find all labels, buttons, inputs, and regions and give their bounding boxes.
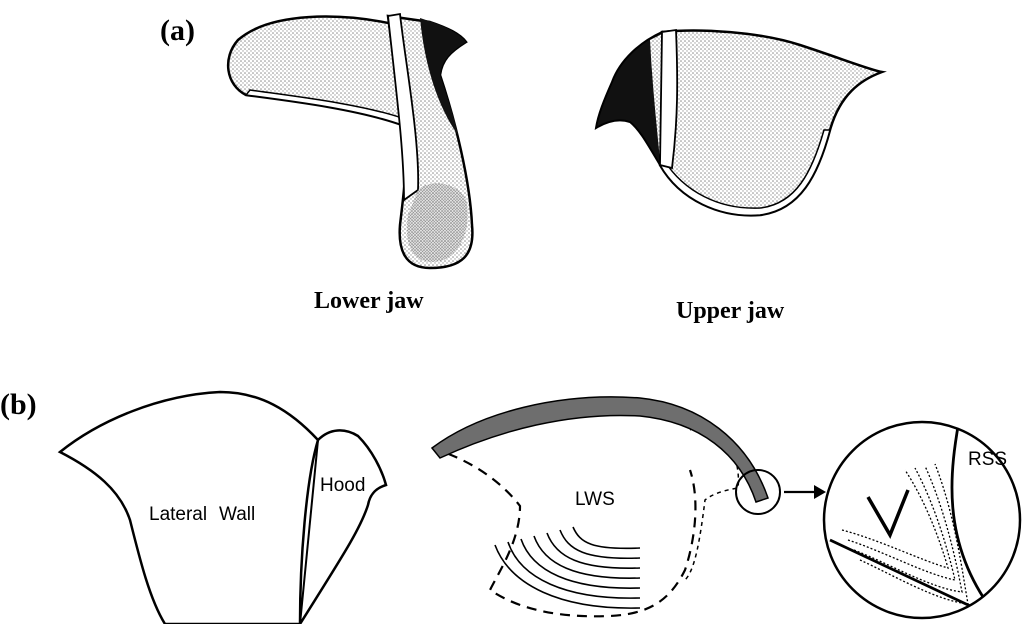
growth-arcs (495, 527, 640, 608)
rss-label: RSS (968, 449, 1007, 470)
upper-jaw-drawing (596, 30, 882, 215)
growth-band (432, 397, 768, 502)
lower-jaw-wing (228, 17, 402, 125)
lws-dashed-outline (432, 448, 695, 616)
upper-jaw-body (660, 31, 882, 216)
lws-label: LWS (575, 489, 615, 510)
panel-a-label: (a) (160, 14, 195, 47)
zoom-arrow-head (814, 485, 826, 499)
lower-jaw-caption: Lower jaw (314, 288, 424, 314)
lateral-label: Lateral (149, 504, 207, 525)
lower-jaw-drawing (228, 14, 472, 268)
upper-jaw-caption: Upper jaw (676, 298, 785, 324)
zoom-inset (824, 415, 1020, 620)
upper-jaw-rim-strip (660, 30, 677, 168)
lws-schematic (432, 397, 826, 616)
panel-b-label: (b) (0, 388, 37, 421)
hood-label: Hood (320, 475, 365, 496)
wall-label: Wall (219, 504, 255, 525)
